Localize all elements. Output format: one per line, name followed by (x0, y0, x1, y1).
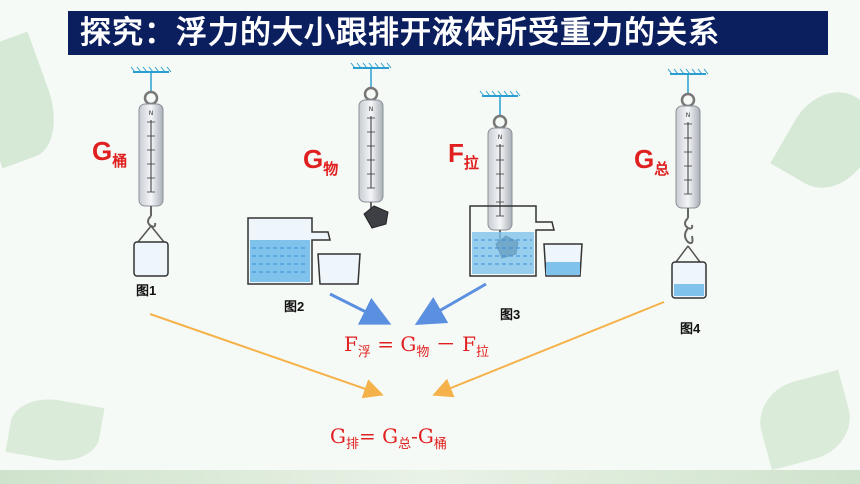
page-title: 探究：浮力的大小跟排开液体所受重力的关系 (68, 11, 828, 55)
figure1-spring-scale (129, 65, 173, 277)
bottom-decoration (0, 470, 860, 484)
label-g-total: G总 (634, 144, 670, 179)
label-g-bucket: G桶 (92, 136, 128, 171)
figure4-spring-scale (666, 67, 710, 299)
arrow-to-formula2-right (432, 301, 665, 398)
label-f-pull: F拉 (448, 138, 479, 173)
figure-caption-1: 图1 (136, 283, 157, 298)
arrow-to-formula1-right (414, 282, 487, 325)
figure-caption-4: 图4 (680, 321, 701, 336)
arrow-to-formula1-left (329, 292, 392, 325)
arrow-to-formula2-left (149, 313, 384, 399)
figure3-setup (469, 89, 583, 277)
label-g-object: G物 (303, 144, 339, 179)
displaced-weight-formula: G排= G总-G桶 (330, 424, 447, 452)
buoyancy-formula: F浮 = G物 － F拉 (344, 332, 490, 360)
figure2-setup (247, 61, 393, 285)
figure-caption-3: 图3 (500, 307, 521, 322)
figure-caption-2: 图2 (284, 299, 305, 314)
